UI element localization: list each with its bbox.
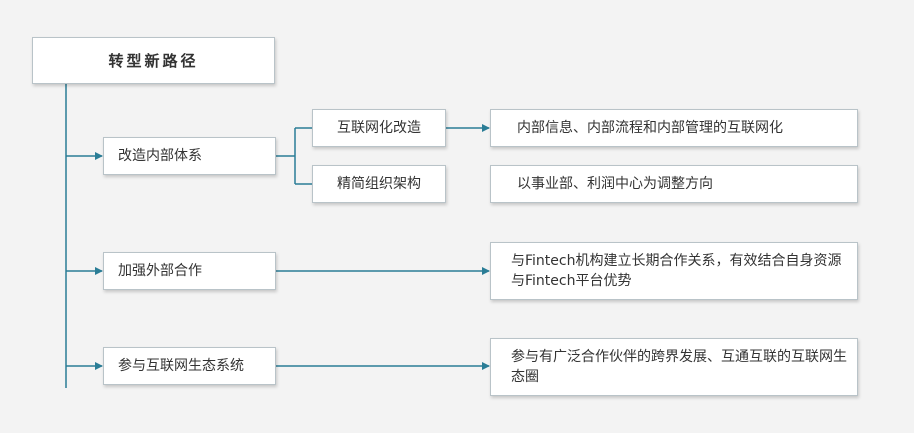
branch-label-2: 加强外部合作 bbox=[118, 263, 202, 279]
branch-box-3: 参与互联网生态系统 bbox=[103, 347, 276, 385]
branch-box-2: 加强外部合作 bbox=[103, 252, 276, 290]
detail-text-3: 与Fintech机构建立长期合作关系，有效结合自身资源与Fintech平台优势 bbox=[511, 253, 842, 289]
branch-box-1: 改造内部体系 bbox=[103, 137, 276, 175]
detail-text-1: 内部信息、内部流程和内部管理的互联网化 bbox=[517, 120, 783, 136]
detail-box-3: 与Fintech机构建立长期合作关系，有效结合自身资源与Fintech平台优势 bbox=[490, 242, 858, 300]
detail-box-2: 以事业部、利润中心为调整方向 bbox=[490, 165, 858, 203]
sub-label-1: 互联网化改造 bbox=[337, 120, 421, 136]
detail-text-2: 以事业部、利润中心为调整方向 bbox=[517, 176, 713, 192]
sub-label-2: 精简组织架构 bbox=[337, 176, 421, 192]
sub-box-2: 精简组织架构 bbox=[312, 165, 446, 203]
title-text: 转型新路径 bbox=[108, 51, 199, 70]
detail-box-4: 参与有广泛合作伙伴的跨界发展、互通互联的互联网生态圈 bbox=[490, 338, 858, 396]
sub-box-1: 互联网化改造 bbox=[312, 109, 446, 147]
title-box: 转型新路径 bbox=[32, 37, 275, 84]
detail-box-1: 内部信息、内部流程和内部管理的互联网化 bbox=[490, 109, 858, 147]
detail-text-4: 参与有广泛合作伙伴的跨界发展、互通互联的互联网生态圈 bbox=[511, 349, 847, 385]
branch-label-3: 参与互联网生态系统 bbox=[118, 358, 244, 374]
branch-label-1: 改造内部体系 bbox=[118, 148, 202, 164]
